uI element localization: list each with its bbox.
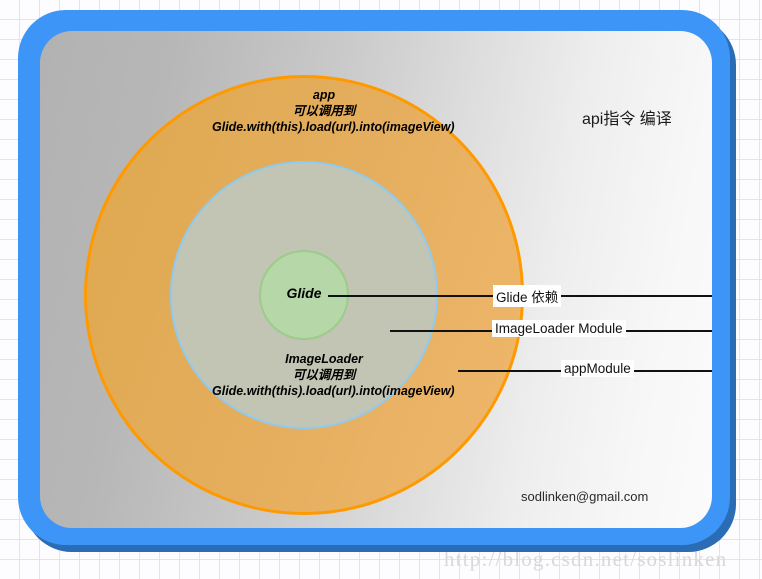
api-compile-note: api指令 编译 bbox=[582, 111, 672, 128]
circle-app-caption: app 可以调用到 Glide.with(this).load(url).int… bbox=[212, 88, 455, 134]
callout-label-app-module: appModule bbox=[561, 360, 634, 377]
circle-glide-caption: Glide bbox=[286, 285, 322, 301]
author-email: sodlinken@gmail.com bbox=[521, 489, 649, 504]
circle-imageloader-caption: ImageLoader 可以调用到 Glide.with(this).load(… bbox=[212, 352, 455, 398]
callout-label-imageloader-module: ImageLoader Module bbox=[492, 320, 626, 337]
diagram-canvas: app 可以调用到 Glide.with(this).load(url).int… bbox=[40, 31, 712, 528]
callout-label-glide-dependency: Glide 依赖 bbox=[493, 285, 562, 307]
watermark-url: http://blog.csdn.net/soslinken bbox=[444, 547, 728, 571]
blue-rounded-frame: app 可以调用到 Glide.with(this).load(url).int… bbox=[18, 10, 730, 545]
